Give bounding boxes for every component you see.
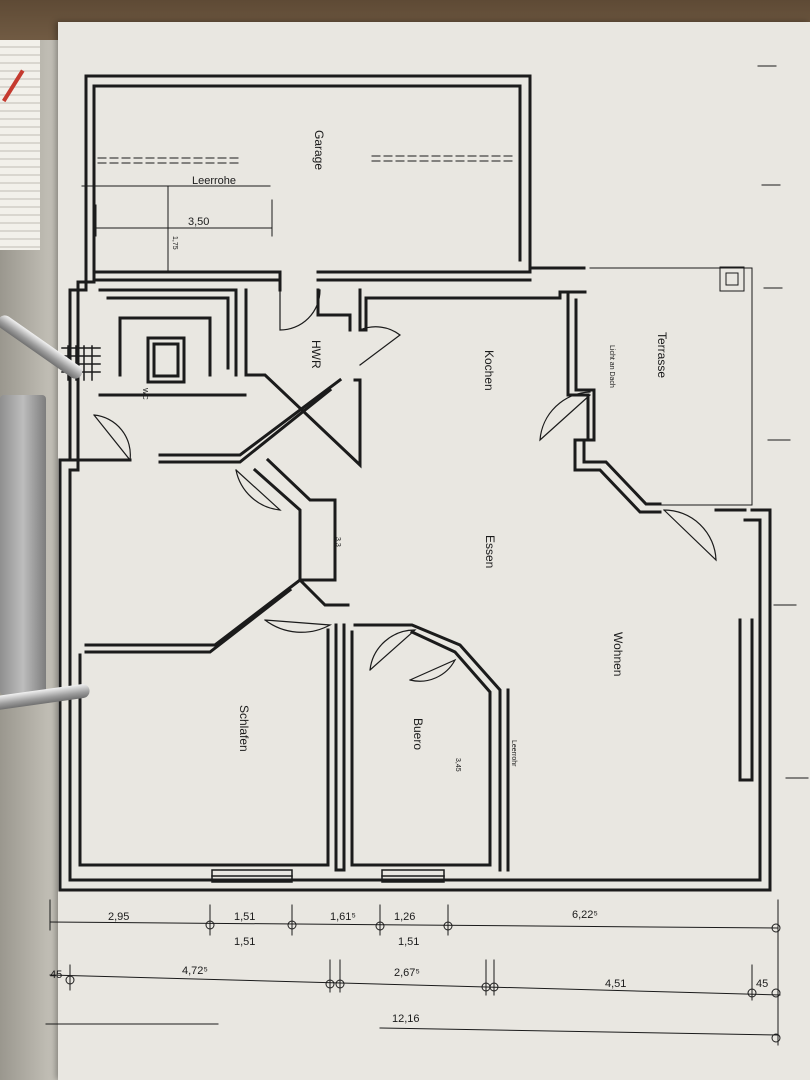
dim-row2-1: 45	[50, 969, 62, 981]
bottom-windows	[211, 869, 445, 883]
hall-walls	[68, 377, 350, 654]
wc-label: WC	[141, 388, 148, 400]
room-label-wohnen: Wohnen	[611, 632, 625, 676]
room-label-hwr: HWR	[309, 340, 323, 369]
door-swings	[93, 289, 717, 682]
dim-row1-3: 1,61⁵	[330, 911, 356, 923]
room-label-schlafen: Schlafen	[237, 705, 251, 752]
dim-row2-5: 45	[756, 978, 768, 990]
buero-mark-label: 3,45	[454, 758, 461, 772]
dim-row1-2: 1,51	[234, 911, 255, 923]
dim-row2-4: 4,51	[605, 978, 626, 990]
dimension-chain	[45, 899, 781, 1046]
kitchen-walls	[566, 290, 747, 514]
dim-row1-1: 2,95	[108, 911, 129, 923]
room-label-terrasse: Terrasse	[655, 332, 669, 378]
garage-width-label: 3,50	[188, 216, 209, 228]
dim-row2-2: 4,72⁵	[182, 965, 208, 977]
hwr-walls	[98, 288, 587, 469]
paper-stack	[0, 40, 40, 250]
annotations: Leerrohe Leerrohr 3,50 1,75 Licht an Dac…	[141, 175, 615, 772]
terrace-outline	[589, 266, 753, 506]
room-label-garage: Garage	[312, 130, 326, 170]
margin-ticks	[757, 65, 809, 779]
outer-walls	[58, 74, 772, 892]
terrasse-note-label: Licht an Dach	[608, 345, 615, 388]
dim-row1-5: 6,22⁵	[572, 909, 598, 921]
dim-total: 12,16	[392, 1013, 420, 1025]
binder-clip	[0, 395, 46, 695]
garage-dimension-lines	[81, 185, 273, 273]
leerrohr-right-label: Leerrohr	[510, 740, 517, 767]
leerrohr-top-label: Leerrohe	[192, 175, 236, 187]
garage-walls	[92, 266, 532, 292]
garage-depth-label: 1,75	[171, 236, 178, 250]
dim-row1-4: 1,26	[394, 911, 415, 923]
room-labels: Garage HWR Kochen Terrasse Essen Wohnen …	[237, 130, 669, 752]
dim-row1-sub-1: 1,51	[234, 936, 255, 948]
room-label-buero: Buero	[411, 718, 425, 750]
room-label-essen: Essen	[483, 535, 497, 568]
garage-dashes	[97, 155, 517, 164]
lower-room-walls	[78, 618, 754, 872]
dimension-labels: 2,95 1,51 1,61⁵ 1,26 6,22⁵ 1,51 1,51 45 …	[50, 909, 768, 1025]
hall-mark-label: 3,3	[334, 537, 341, 547]
floor-plan-sheet	[58, 22, 810, 1080]
dim-row2-3: 2,67⁵	[394, 967, 420, 979]
dim-row1-sub-2: 1,51	[398, 936, 419, 948]
room-label-kochen: Kochen	[482, 350, 496, 391]
